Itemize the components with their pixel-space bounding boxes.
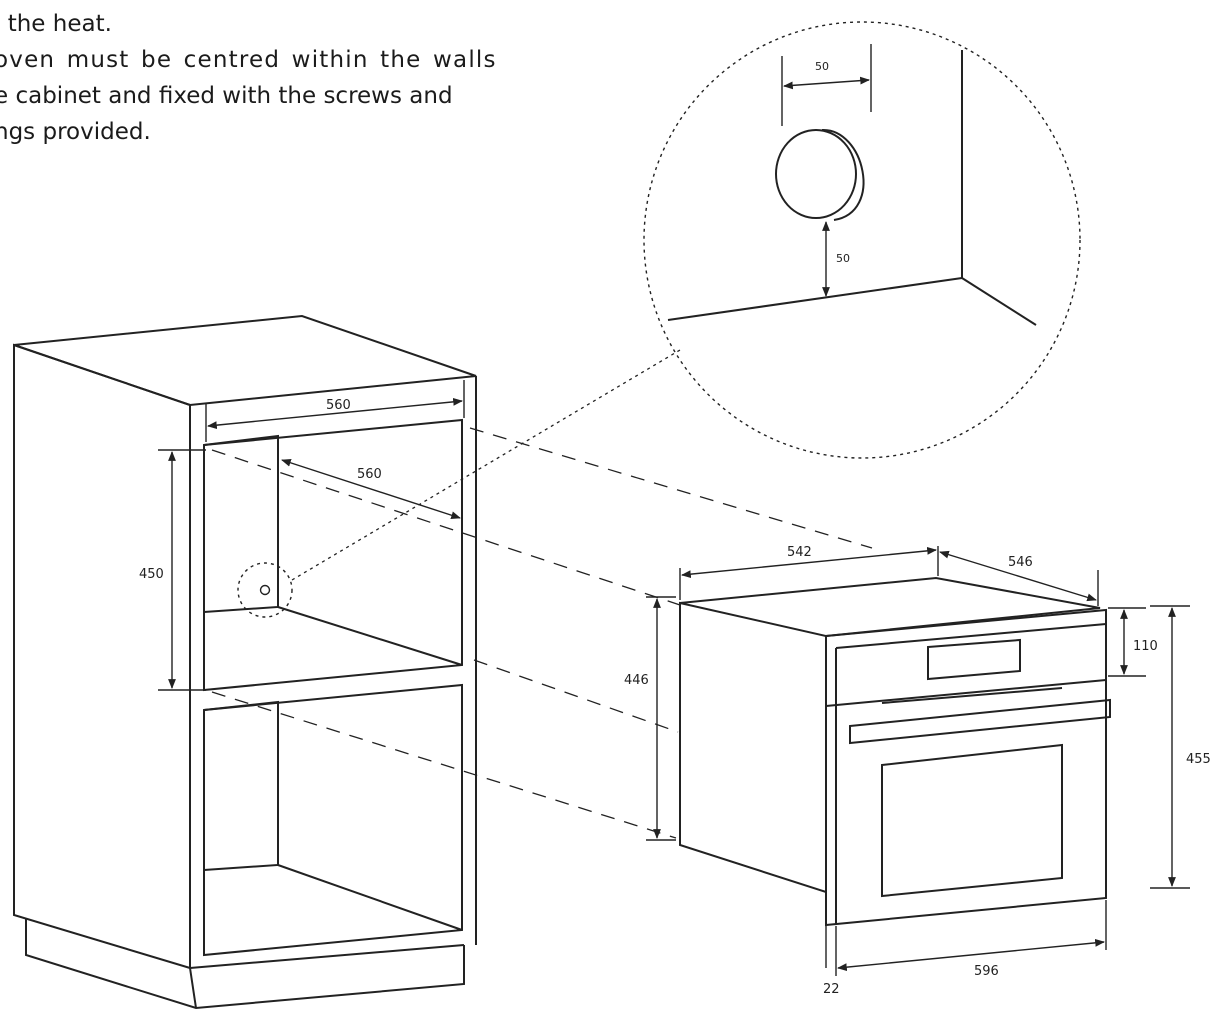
instruction-line-4: ngs provided. (0, 119, 151, 145)
detail-vertical-label: 50 (836, 252, 850, 265)
front-height-label: 455 (1186, 752, 1211, 767)
oven-display (927, 638, 1021, 681)
lower-opening (203, 683, 463, 957)
detail-circle (643, 21, 1081, 459)
instruction-line-1: l the heat. (0, 11, 112, 37)
installation-instructions: l the heat. oven must be centred within … (0, 6, 554, 150)
cabinet-depth-label: 560 (357, 467, 382, 482)
oven-side-face (679, 601, 827, 894)
front-width-label: 596 (974, 964, 999, 979)
cabinet (13, 314, 477, 1010)
oven-top-depth-dim-line (939, 550, 1097, 602)
cabinet-dimensions (158, 380, 465, 691)
cabinet-side-face (13, 343, 191, 970)
detail-view: 50 50 (643, 21, 1081, 459)
front-width-dim-line (837, 938, 1105, 972)
cabinet-height-label: 450 (139, 567, 164, 582)
oven-top-depth-label: 546 (1008, 555, 1033, 570)
detail-callout-line (291, 349, 681, 581)
oven-top-face (679, 576, 1101, 637)
oven (679, 576, 1111, 927)
cabinet-depth-dim-line (281, 459, 461, 519)
cabinet-width-dim-line (207, 397, 463, 430)
frame-depth-label: 22 (823, 982, 840, 997)
detail-bolt (775, 129, 857, 219)
oven-top-width-label: 542 (787, 545, 812, 560)
cabinet-top-face (13, 314, 477, 407)
cabinet-width-label: 560 (326, 398, 351, 413)
oven-dimensions (646, 546, 1190, 976)
oven-height-label: 446 (624, 673, 649, 688)
detail-horizontal-label: 50 (815, 60, 829, 73)
fixing-hole (237, 562, 293, 618)
projection-lines (211, 427, 873, 839)
oven-top-width-dim-line (681, 546, 937, 579)
instruction-line-2: oven must be centred within the walls (0, 47, 497, 73)
oven-front (825, 608, 1107, 927)
oven-handle (849, 698, 1111, 745)
panel-height-label: 110 (1133, 639, 1158, 654)
oven-window (881, 743, 1063, 898)
instruction-line-3: e cabinet and fixed with the screws and (0, 83, 453, 109)
